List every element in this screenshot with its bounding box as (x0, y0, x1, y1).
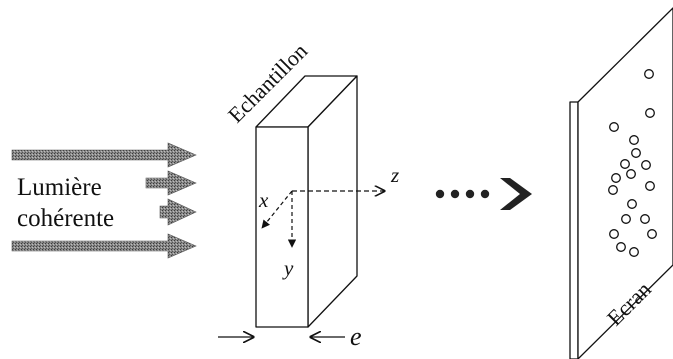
propagation-dot-2 (450, 189, 460, 199)
diffraction-spot (608, 185, 618, 195)
screen-face (577, 7, 673, 359)
diffraction-spot (645, 108, 655, 118)
z-axis-label: z (390, 163, 399, 187)
diffraction-spot (609, 122, 619, 132)
diffraction-spot (611, 173, 621, 183)
screen-edge (569, 101, 579, 359)
axes (261, 190, 385, 248)
propagation-dot-3 (465, 189, 475, 199)
source-label-line2: cohérente (17, 205, 114, 232)
diffraction-spot (645, 181, 655, 191)
light-beam-arrow-3 (159, 198, 197, 226)
light-beam-arrow-1 (11, 142, 197, 168)
diffraction-spot (616, 242, 626, 252)
diffraction-spots (608, 69, 657, 257)
propagation-dot-4 (480, 189, 490, 199)
y-axis-label: y (282, 256, 294, 280)
thickness-label: e (350, 322, 362, 351)
source-label-line1: Lumière (17, 174, 102, 201)
diffraction-spot (626, 169, 636, 179)
diffraction-spot (641, 160, 651, 170)
sample-front-face (255, 126, 309, 328)
propagation-chevron-icon (500, 178, 532, 210)
propagation-dots (435, 178, 532, 210)
diffraction-spot (620, 159, 630, 169)
sample-block (255, 75, 358, 328)
diffraction-spot (644, 69, 654, 79)
screen-panel (569, 7, 673, 359)
propagation-dot-1 (435, 189, 445, 199)
diffraction-spot (627, 199, 637, 209)
x-axis-label: x (258, 188, 269, 212)
diffraction-spot (629, 135, 639, 145)
light-beam-arrow-4 (11, 233, 197, 259)
light-beam-arrow-2 (145, 170, 197, 196)
light-beam-arrows (11, 142, 197, 259)
diffraction-spot (609, 229, 619, 239)
diffraction-spot (647, 229, 657, 239)
diffraction-spot (629, 247, 639, 257)
diffraction-spot (640, 214, 650, 224)
diffraction-spot (631, 148, 641, 158)
diffraction-spot (621, 214, 631, 224)
x-axis-line (261, 190, 293, 229)
